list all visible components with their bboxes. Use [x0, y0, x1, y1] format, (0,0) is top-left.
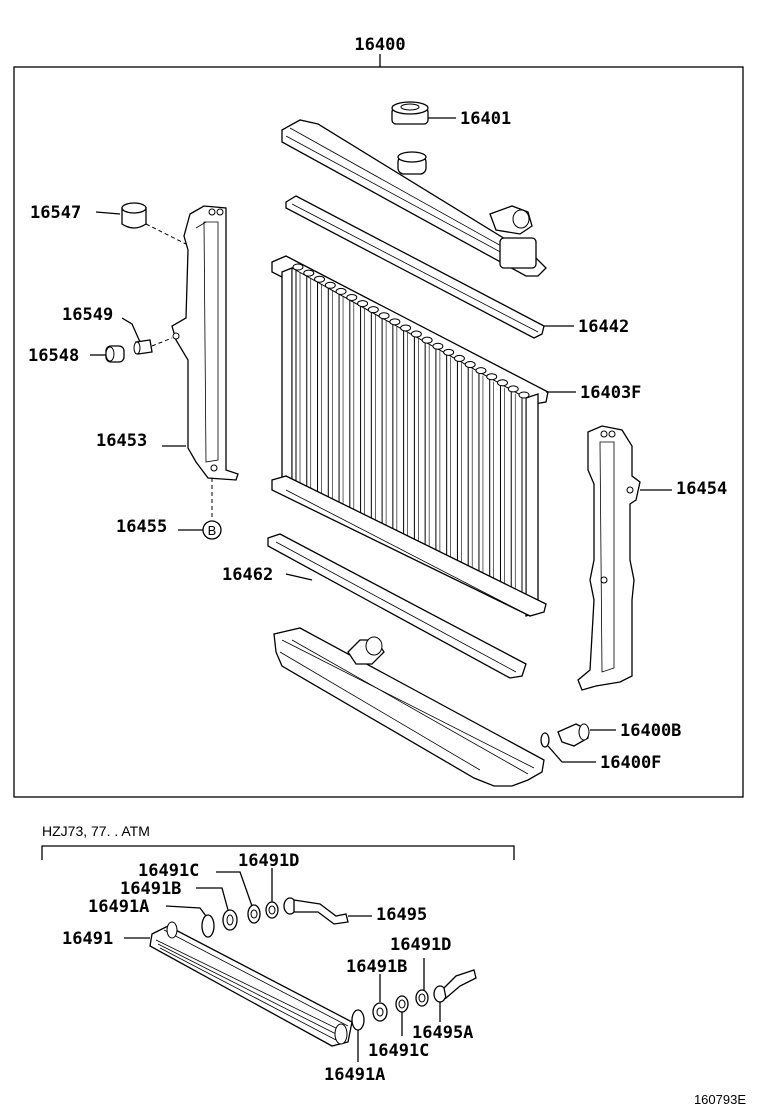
label-16491A-bottom[interactable]: 16491A: [324, 1065, 385, 1085]
assembly-frame: [13, 66, 744, 798]
hose-fitting-16495A[interactable]: [433, 969, 477, 1003]
leader-16491C-top: [216, 871, 253, 907]
upper-cushion-16547[interactable]: [121, 202, 147, 229]
label-16491C-bottom[interactable]: 16491C: [368, 1041, 429, 1061]
assembly-label[interactable]: 16400: [354, 35, 405, 55]
label-16549[interactable]: 16549: [62, 305, 113, 325]
radiator-cap[interactable]: [391, 101, 429, 125]
label-16491[interactable]: 16491: [62, 929, 113, 949]
label-16442[interactable]: 16442: [578, 317, 629, 337]
label-16495[interactable]: 16495: [376, 905, 427, 925]
label-16491D-top[interactable]: 16491D: [238, 851, 299, 871]
bolt-16549[interactable]: [133, 339, 153, 355]
core-tubes: [292, 263, 530, 610]
drain-cock-16400B[interactable]: [557, 723, 590, 747]
leader-16462: [285, 573, 313, 581]
label-16491D-bottom[interactable]: 16491D: [390, 935, 451, 955]
hose-fitting-16495[interactable]: [283, 897, 349, 925]
upper-radiator-tank[interactable]: [281, 119, 547, 277]
label-16491C-top[interactable]: 16491C: [138, 861, 199, 881]
label-16491B-top[interactable]: 16491B: [120, 879, 181, 899]
o-ring-16491A-top[interactable]: [201, 914, 215, 938]
left-radiator-support[interactable]: [171, 205, 239, 481]
lower-tank-gasket[interactable]: [267, 533, 527, 679]
dash-16549: [151, 337, 173, 347]
label-16495A[interactable]: 16495A: [412, 1023, 473, 1043]
label-16453[interactable]: 16453: [96, 431, 147, 451]
label-16400F[interactable]: 16400F: [600, 753, 661, 773]
lower-radiator-tank[interactable]: [273, 627, 545, 787]
variant-note: HZJ73, 77. . ATM: [42, 823, 150, 839]
callout-b-letter: B: [208, 523, 217, 538]
oil-cooler-16491[interactable]: [149, 921, 353, 1047]
upper-tank-gasket[interactable]: [285, 195, 545, 339]
label-16491B-bottom[interactable]: 16491B: [346, 957, 407, 977]
radiator-core[interactable]: [271, 255, 549, 617]
leader-16491A-top: [165, 905, 207, 917]
label-16548[interactable]: 16548: [28, 346, 79, 366]
o-ring-16400F[interactable]: [540, 732, 550, 748]
dash-16547: [145, 223, 187, 245]
label-16491A-top[interactable]: 16491A: [88, 897, 149, 917]
leader-16400F: [547, 745, 596, 763]
o-ring-16491A-bottom[interactable]: [351, 1009, 365, 1031]
right-radiator-support[interactable]: [577, 425, 641, 691]
label-16462[interactable]: 16462: [222, 565, 273, 585]
grommet-16548[interactable]: [105, 345, 125, 363]
variant-bracket: [41, 845, 515, 860]
leader-16549: [121, 317, 141, 343]
label-16403F[interactable]: 16403F: [580, 383, 641, 403]
leader-16491B-top: [196, 887, 229, 911]
leader-16547: [95, 211, 121, 215]
label-16547[interactable]: 16547: [30, 203, 81, 223]
label-16401[interactable]: 16401: [460, 109, 511, 129]
label-16400B[interactable]: 16400B: [620, 721, 681, 741]
label-16455[interactable]: 16455: [116, 517, 167, 537]
figure-id: 160793E: [694, 1092, 746, 1107]
label-16454[interactable]: 16454: [676, 479, 727, 499]
